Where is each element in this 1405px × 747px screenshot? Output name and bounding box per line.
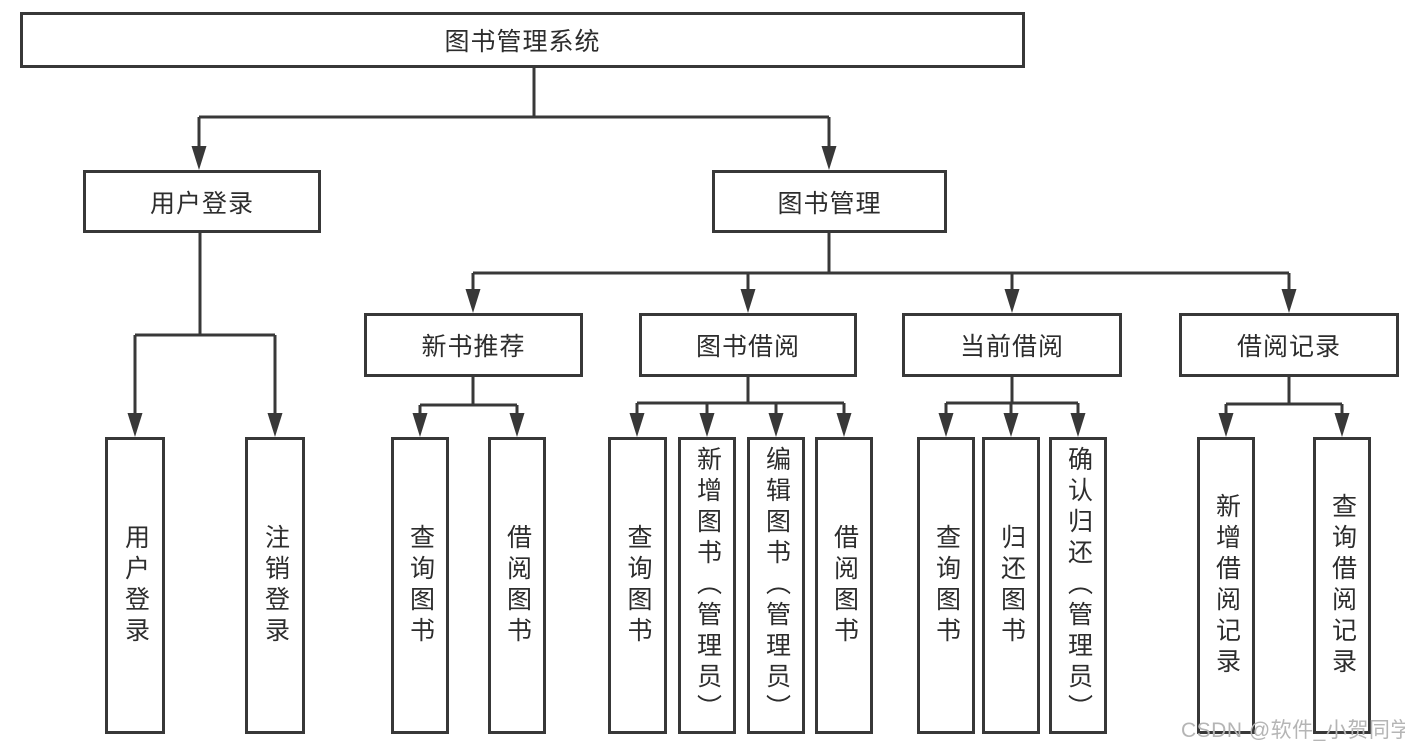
node-label: 查询借阅记录 (1328, 492, 1357, 679)
arrowheads (127, 146, 1350, 437)
node-library-system: 图书管理系统 (20, 12, 1025, 68)
node-borrowing-records: 借阅记录 (1179, 313, 1399, 377)
node-label: 新增借阅记录 (1212, 492, 1241, 679)
node-label: 图书借阅 (695, 333, 800, 361)
node-new-book-recommend: 新书推荐 (364, 313, 583, 377)
node-confirm-return-admin: 确认归还（管理员） (1049, 437, 1107, 734)
watermark: CSDN @软件_小贺同学 (1181, 719, 1405, 742)
node-label: 借阅图书 (830, 523, 859, 648)
node-label: 新增图书（管理员） (693, 446, 722, 725)
node-current-borrowing: 当前借阅 (902, 313, 1122, 377)
node-add-books-admin: 新增图书（管理员） (678, 437, 736, 734)
node-borrow-books-recommend: 借阅图书 (488, 437, 546, 734)
node-label: 借阅记录 (1236, 333, 1341, 361)
node-label: 查询图书 (624, 523, 652, 648)
node-borrow-books-borrowing: 借阅图书 (815, 437, 873, 734)
node-label: 图书管理系统 (444, 28, 601, 56)
node-label: 编辑图书（管理员） (762, 446, 791, 725)
node-query-books-current: 查询图书 (917, 437, 975, 734)
node-edit-books-admin: 编辑图书（管理员） (747, 437, 805, 734)
node-query-borrow-record: 查询借阅记录 (1313, 437, 1371, 734)
node-add-borrow-record: 新增借阅记录 (1197, 437, 1255, 734)
node-query-books-recommend: 查询图书 (391, 437, 449, 734)
node-label: 新书推荐 (421, 333, 526, 361)
node-query-books-borrowing: 查询图书 (608, 437, 667, 734)
node-logout: 注销登录 (245, 437, 305, 734)
node-label: 图书管理 (777, 189, 882, 218)
node-book-borrowing: 图书借阅 (639, 313, 857, 377)
node-user-login: 用户登录 (83, 170, 321, 233)
node-label: 借阅图书 (503, 523, 532, 648)
node-label: 当前借阅 (959, 333, 1064, 361)
node-return-books: 归还图书 (982, 437, 1040, 734)
node-label: 查询图书 (406, 523, 435, 648)
node-label: 查询图书 (932, 523, 961, 648)
node-label: 确认归还（管理员） (1064, 446, 1093, 725)
node-label: 归还图书 (997, 523, 1026, 648)
node-user-login-action: 用户登录 (105, 437, 165, 734)
node-book-management: 图书管理 (712, 170, 947, 233)
node-label: 用户登录 (121, 523, 150, 648)
node-label: 注销登录 (261, 523, 290, 648)
node-label: 用户登录 (149, 189, 254, 218)
